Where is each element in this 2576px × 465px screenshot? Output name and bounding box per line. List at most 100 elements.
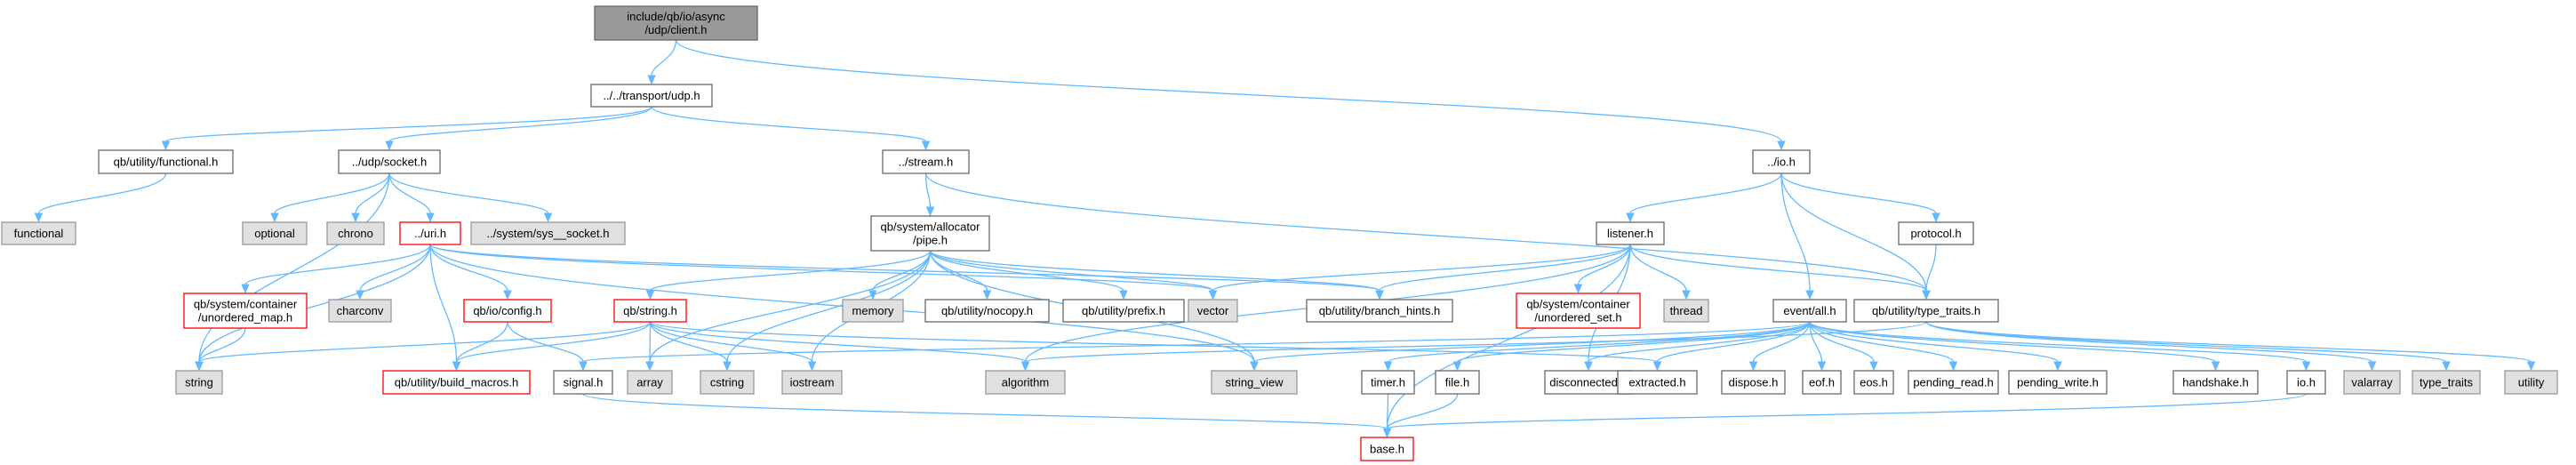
edge-eventall-to-pendingread: [1809, 321, 1958, 372]
edge-config-to-buildmacros: [452, 321, 508, 372]
edge-pipe-to-prefix: [929, 250, 1128, 301]
node-label: type_traits: [2420, 376, 2473, 389]
node-valarray: valarray: [2343, 370, 2401, 395]
node-handshake[interactable]: handshake.h: [2172, 370, 2259, 395]
node-label: file.h: [1445, 376, 1469, 389]
node-label: qb/utility/build_macros.h: [395, 376, 518, 389]
node-box: [1663, 299, 1709, 323]
node-label: qb/utility/prefix.h: [1082, 304, 1165, 317]
node-box: [1721, 370, 1786, 395]
node-box: [183, 293, 308, 329]
edge-pipe-to-hints: [929, 250, 1384, 301]
node-base[interactable]: base.h: [1360, 437, 1414, 461]
node-qbstring[interactable]: qb/string.h: [613, 299, 687, 323]
node-optional: optional: [242, 221, 308, 245]
node-label: pending_read.h: [1913, 376, 1993, 389]
node-io[interactable]: ../io.h: [1752, 149, 1811, 174]
edge-layer: [34, 39, 2536, 438]
node-functional-h[interactable]: qb/utility/functional.h: [98, 149, 234, 174]
edge-typetraits-h-to-valarray: [1925, 321, 2377, 372]
node-label: qb/string.h: [623, 304, 677, 317]
node-label: ../udp/socket.h: [352, 156, 428, 169]
edge-udpsocket-to-chrono: [351, 172, 390, 223]
node-vector: vector: [1188, 299, 1238, 323]
node-memory: memory: [842, 299, 904, 323]
edge-eventall-to-eos: [1809, 321, 1878, 372]
node-file[interactable]: file.h: [1435, 370, 1480, 395]
node-label: qb/system/container: [194, 298, 298, 311]
node-label: thread: [1670, 304, 1703, 317]
node-label: array: [636, 376, 663, 389]
node-label: optional: [254, 227, 295, 240]
edge-eventall-to-disconnected: [1584, 321, 1811, 372]
node-protocol[interactable]: protocol.h: [1898, 221, 1974, 245]
edge-qbstring-to-iostream: [649, 321, 817, 372]
node-label: extracted.h: [1628, 376, 1685, 389]
node-timer[interactable]: timer.h: [1361, 370, 1415, 395]
node-uri[interactable]: ../uri.h: [399, 221, 461, 245]
node-eventall[interactable]: event/all.h: [1772, 299, 1847, 323]
node-config[interactable]: qb/io/config.h: [463, 299, 552, 323]
node-udpsocket[interactable]: ../udp/socket.h: [338, 149, 441, 174]
node-functional: functional: [1, 221, 76, 245]
node-eos[interactable]: eos.h: [1853, 370, 1894, 395]
node-box: [1802, 370, 1842, 395]
node-listener[interactable]: listener.h: [1596, 221, 1665, 245]
node-box: [594, 5, 758, 41]
edge-eventall-to-signal: [579, 321, 1811, 372]
node-uset[interactable]: qb/system/container/unordered_set.h: [1516, 293, 1641, 329]
node-label: pending_write.h: [2017, 376, 2099, 389]
edge-typetraits-h-to-typetraits: [1925, 321, 2451, 372]
node-stringview: string_view: [1211, 370, 1298, 395]
edge-ioh-to-base: [1382, 393, 2308, 438]
node-client[interactable]: include/qb/io/async/udp/client.h: [594, 5, 758, 41]
node-box: [338, 149, 441, 174]
edge-typetraits-h-to-algorithm: [1020, 321, 1927, 372]
node-stream[interactable]: ../stream.h: [882, 149, 970, 174]
edge-listener-to-hints: [1375, 244, 1631, 301]
node-ioh[interactable]: io.h: [2286, 370, 2326, 395]
edge-io-to-eventall: [1780, 172, 1814, 301]
node-box: [1853, 370, 1894, 395]
node-hints[interactable]: qb/utility/branch_hints.h: [1306, 299, 1453, 323]
node-label: disconnected.h: [1549, 376, 1627, 389]
node-box: [1435, 370, 1480, 395]
node-box: [590, 84, 713, 108]
edge-transport-to-functional-h: [161, 106, 652, 151]
node-eof[interactable]: eof.h: [1802, 370, 1842, 395]
node-label: valarray: [2351, 376, 2393, 389]
edge-eventall-to-file: [1452, 321, 1811, 372]
node-label: charconv: [337, 304, 384, 317]
node-umap[interactable]: qb/system/container/unordered_map.h: [183, 293, 308, 329]
node-box: [1596, 221, 1665, 245]
edge-qbstring-to-cstring: [649, 321, 732, 372]
node-buildmacros[interactable]: qb/utility/build_macros.h: [382, 370, 531, 395]
edge-io-to-protocol: [1780, 172, 1940, 223]
node-pipe[interactable]: qb/system/allocator/pipe.h: [870, 215, 990, 252]
edge-eventall-to-ioh: [1809, 321, 2311, 372]
node-iostream: iostream: [781, 370, 843, 395]
node-box: [1306, 299, 1453, 323]
edge-eventall-to-handshake: [1809, 321, 2220, 372]
node-box: [2008, 370, 2108, 395]
node-signal[interactable]: signal.h: [553, 370, 613, 395]
edge-typetraits-h-to-utility: [1925, 321, 2536, 372]
node-pendingread[interactable]: pending_read.h: [1908, 370, 1999, 395]
node-utility: utility: [2504, 370, 2558, 395]
node-charconv: charconv: [328, 299, 392, 323]
node-box: [399, 221, 461, 245]
node-label: iostream: [790, 376, 835, 389]
node-typetraits-h[interactable]: qb/utility/type_traits.h: [1853, 299, 1999, 323]
node-nocopy[interactable]: qb/utility/nocopy.h: [924, 299, 1050, 323]
node-box: [2172, 370, 2259, 395]
node-box: [1516, 293, 1641, 329]
node-extracted[interactable]: extracted.h: [1617, 370, 1698, 395]
node-transport[interactable]: ../../transport/udp.h: [590, 84, 713, 108]
node-dispose[interactable]: dispose.h: [1721, 370, 1786, 395]
node-box: [326, 221, 385, 245]
node-algorithm: algorithm: [985, 370, 1066, 395]
node-prefix[interactable]: qb/utility/prefix.h: [1062, 299, 1185, 323]
node-box: [1211, 370, 1298, 395]
node-pendingwrite[interactable]: pending_write.h: [2008, 370, 2108, 395]
node-box: [627, 370, 673, 395]
